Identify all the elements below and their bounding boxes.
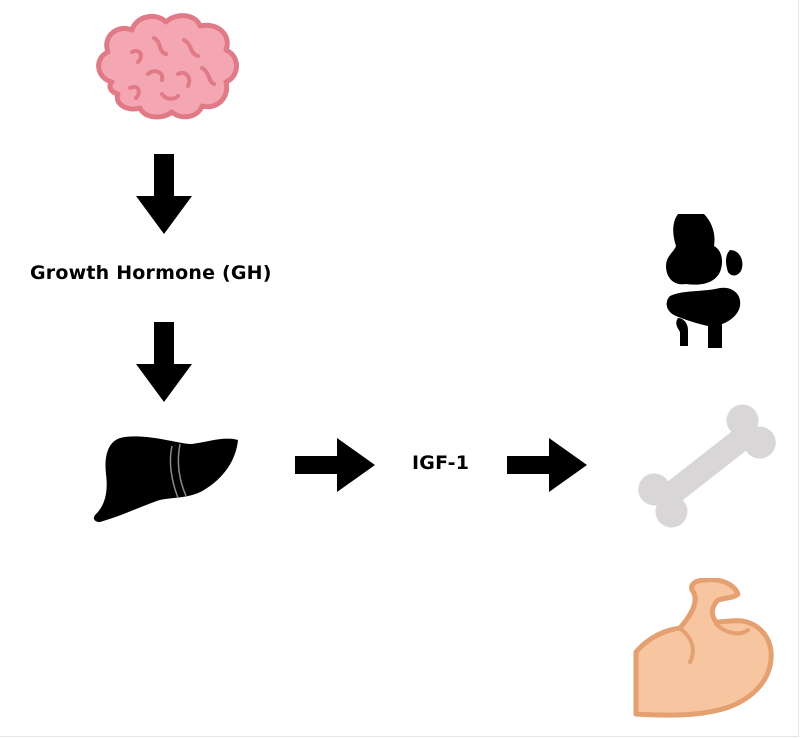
brain-icon <box>92 12 242 122</box>
bone-icon <box>632 396 782 536</box>
arrow-right-icon <box>295 436 377 494</box>
knee-joint-icon <box>664 212 746 352</box>
arrow-down-icon <box>134 322 194 404</box>
flexed-arm-muscle-icon <box>630 578 778 718</box>
arrow-down-icon <box>134 154 194 236</box>
igf1-label: IGF-1 <box>412 452 470 474</box>
liver-icon <box>92 434 242 526</box>
arrow-right-icon <box>507 436 589 494</box>
growth-hormone-label: Growth Hormone (GH) <box>30 262 272 284</box>
